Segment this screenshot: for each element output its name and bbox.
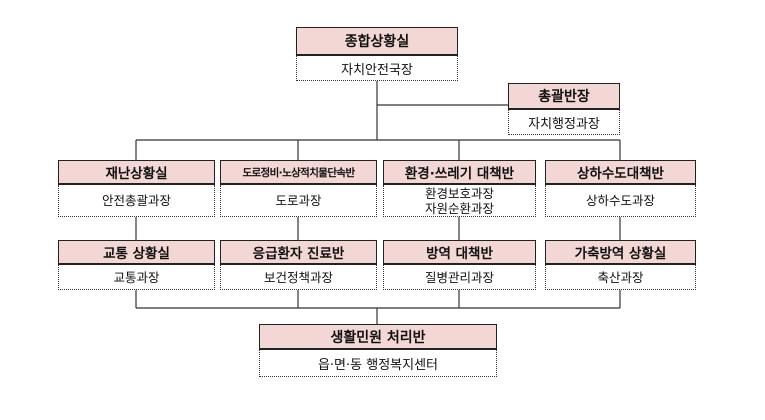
row2-unit-title: 방역 대책반	[383, 240, 536, 265]
row1-unit-dept: 상하수도과장	[545, 185, 696, 217]
coordinator-unit: 총괄반장 자치행정과장	[508, 83, 620, 135]
dept-line: 자원순환과장	[424, 200, 494, 216]
row2-unit-title: 응급환자 진료반	[220, 240, 377, 265]
dept-line: 축산과장	[597, 269, 644, 285]
row2-unit-title: 가축방역 상황실	[545, 240, 696, 265]
dept-line: 질병관리과장	[424, 269, 494, 285]
row2-unit-title: 교통 상황실	[58, 240, 215, 265]
row1-unit: 도로정비·노상적치물단속반 도로과장	[220, 160, 377, 217]
row2-unit: 방역 대책반 질병관리과장	[383, 240, 536, 290]
bottom-unit: 생활민원 처리반 읍·면·동 행정복지센터	[259, 324, 497, 377]
top-unit-dept: 자치안전국장	[296, 56, 458, 81]
row2-unit-dept: 보건정책과장	[220, 265, 377, 290]
row1-unit-dept: 환경보호과장 자원순환과장	[383, 185, 536, 217]
coordinator-dept: 자치행정과장	[508, 110, 620, 135]
row2-unit: 교통 상황실 교통과장	[58, 240, 215, 290]
coordinator-title: 총괄반장	[508, 83, 620, 110]
bottom-unit-title: 생활민원 처리반	[259, 324, 497, 350]
row2-unit-dept: 교통과장	[58, 265, 215, 290]
top-unit: 종합상황실 자치안전국장	[296, 27, 458, 81]
dept-line: 도로과장	[275, 193, 322, 208]
row1-unit: 재난상황실 안전총괄과장	[58, 160, 215, 217]
top-unit-title: 종합상황실	[296, 27, 458, 56]
row2-unit: 응급환자 진료반 보건정책과장	[220, 240, 377, 290]
row2-unit: 가축방역 상황실 축산과장	[545, 240, 696, 290]
row2-unit-dept: 축산과장	[545, 265, 696, 290]
row1-unit-title: 재난상황실	[58, 160, 215, 185]
row1-unit-title: 환경·쓰레기 대책반	[383, 160, 536, 185]
row1-unit: 환경·쓰레기 대책반 환경보호과장 자원순환과장	[383, 160, 536, 217]
dept-line: 환경보호과장	[424, 185, 494, 201]
dept-line: 안전총괄과장	[101, 193, 171, 208]
row1-unit-title: 상하수도대책반	[545, 160, 696, 185]
dept-line: 보건정책과장	[263, 269, 333, 285]
dept-line: 상하수도과장	[585, 193, 655, 208]
dept-line: 교통과장	[113, 269, 160, 285]
row1-unit-dept: 안전총괄과장	[58, 185, 215, 217]
bottom-unit-dept: 읍·면·동 행정복지센터	[259, 350, 497, 377]
row2-unit-dept: 질병관리과장	[383, 265, 536, 290]
row1-unit-title: 도로정비·노상적치물단속반	[220, 160, 377, 185]
row1-unit: 상하수도대책반 상하수도과장	[545, 160, 696, 217]
row1-unit-dept: 도로과장	[220, 185, 377, 217]
